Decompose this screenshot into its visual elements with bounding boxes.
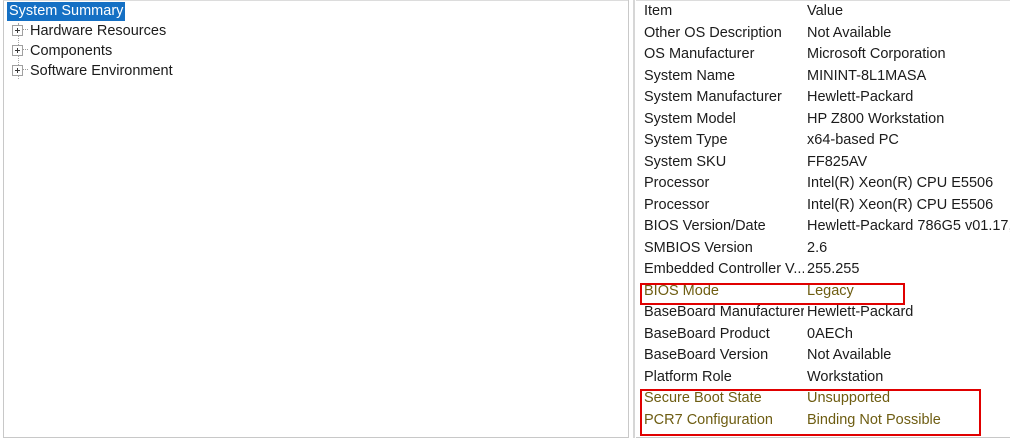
tree-item-components[interactable]: Components: [4, 41, 628, 61]
row-value-label: Hewlett-Packard: [807, 304, 914, 320]
tree-item-software-environment[interactable]: Software Environment: [4, 61, 628, 81]
table-row[interactable]: BIOS Version/Date Hewlett-Packard 786G5 …: [636, 216, 1010, 238]
table-row[interactable]: System Model HP Z800 Workstation: [636, 109, 1010, 131]
plus-box-icon[interactable]: [12, 24, 23, 36]
row-item-label: OS Manufacturer: [644, 46, 755, 62]
row-value-label: 255.255: [807, 261, 860, 277]
details-list-view[interactable]: Item Value Other OS Description Not Avai…: [636, 0, 1010, 438]
row-value-label: Binding Not Possible: [807, 411, 941, 428]
tree-item-hardware-resources-label: Hardware Resources: [30, 23, 167, 40]
row-item-label: BaseBoard Product: [644, 325, 770, 342]
row-item-label: BaseBoard Version: [644, 347, 769, 363]
row-item-label: BaseBoard Manufacturer: [644, 304, 804, 320]
table-row[interactable]: SMBIOS Version 2.6: [636, 238, 1010, 260]
row-value-label: Workstation: [807, 368, 884, 385]
tree-connector-icon: [23, 49, 28, 51]
navigation-tree-pane[interactable]: System Summary Hardware Resources Compon…: [3, 0, 628, 438]
splitter-line-left: [628, 0, 629, 438]
row-value-label: HP Z800 Workstation: [807, 110, 945, 127]
row-item-label: PCR7 Configuration: [644, 411, 773, 428]
table-row[interactable]: System Type x64-based PC: [636, 130, 1010, 152]
row-value-label: Hewlett-Packard 786G5 v01.17, 8/: [807, 218, 1010, 234]
row-value-label: 0AECh: [807, 325, 853, 342]
row-item-label: Processor: [644, 196, 710, 213]
row-item-label: System Manufacturer: [644, 89, 782, 105]
row-value-label: Intel(R) Xeon(R) CPU E5506: [807, 196, 994, 213]
table-row[interactable]: BaseBoard Product 0AECh: [636, 324, 1010, 346]
row-value-label: Not Available: [807, 347, 892, 363]
table-row-secure-boot-state[interactable]: Secure Boot State Unsupported: [636, 388, 1010, 410]
table-row[interactable]: OS Manufacturer Microsoft Corporation: [636, 44, 1010, 66]
column-header-value[interactable]: Value: [807, 3, 844, 19]
plus-box-icon[interactable]: [12, 44, 23, 56]
row-item-label: Embedded Controller V...: [644, 261, 804, 277]
table-row[interactable]: Embedded Controller V... 255.255: [636, 259, 1010, 281]
tree-item-components-label: Components: [30, 43, 113, 60]
table-row[interactable]: Processor Intel(R) Xeon(R) CPU E5506: [636, 195, 1010, 217]
plus-box-icon[interactable]: [12, 64, 23, 76]
row-value-label: x64-based PC: [807, 132, 899, 148]
table-row-bios-mode[interactable]: BIOS Mode Legacy: [636, 281, 1010, 303]
row-item-label: System Name: [644, 67, 736, 84]
row-item-label: Platform Role: [644, 368, 732, 385]
tree-connector-icon: [23, 69, 28, 71]
column-header-item[interactable]: Item: [644, 3, 673, 19]
table-row[interactable]: BaseBoard Manufacturer Hewlett-Packard: [636, 302, 1010, 324]
row-item-label: BIOS Mode: [644, 282, 719, 299]
row-value-label: Not Available: [807, 24, 892, 41]
row-item-label: System Model: [644, 110, 736, 127]
row-value-label: Unsupported: [807, 390, 891, 406]
row-item-label: Secure Boot State: [644, 390, 762, 406]
table-row[interactable]: System Manufacturer Hewlett-Packard: [636, 87, 1010, 109]
row-item-label: BIOS Version/Date: [644, 218, 766, 234]
tree-item-system-summary[interactable]: System Summary: [4, 1, 628, 21]
row-item-label: Other OS Description: [644, 24, 782, 41]
row-value-label: MININT-8L1MASA: [807, 67, 927, 84]
row-value-label: Microsoft Corporation: [807, 46, 946, 62]
pane-splitter[interactable]: [628, 0, 636, 438]
table-row[interactable]: Other OS Description Not Available: [636, 23, 1010, 45]
tree-item-hardware-resources[interactable]: Hardware Resources: [4, 21, 628, 41]
row-value-label: Legacy: [807, 282, 854, 299]
table-row[interactable]: System SKU FF825AV: [636, 152, 1010, 174]
tree-item-system-summary-label: System Summary: [7, 2, 126, 21]
table-row[interactable]: Platform Role Workstation: [636, 367, 1010, 389]
tree-item-software-environment-label: Software Environment: [30, 63, 173, 80]
table-row[interactable]: Processor Intel(R) Xeon(R) CPU E5506: [636, 173, 1010, 195]
row-item-label: Processor: [644, 175, 710, 191]
details-column-header[interactable]: Item Value: [636, 1, 1010, 23]
row-value-label: FF825AV: [807, 153, 868, 170]
row-item-label: System SKU: [644, 153, 727, 170]
table-row-pcr7-configuration[interactable]: PCR7 Configuration Binding Not Possible: [636, 410, 1010, 432]
row-value-label: Hewlett-Packard: [807, 89, 914, 105]
splitter-line-right: [633, 0, 635, 438]
row-item-label: System Type: [644, 132, 728, 148]
row-item-label: SMBIOS Version: [644, 239, 753, 256]
table-row[interactable]: BaseBoard Version Not Available: [636, 345, 1010, 367]
tree-connector-icon: [23, 29, 28, 31]
table-row[interactable]: System Name MININT-8L1MASA: [636, 66, 1010, 88]
row-value-label: Intel(R) Xeon(R) CPU E5506: [807, 175, 994, 191]
row-value-label: 2.6: [807, 239, 828, 256]
